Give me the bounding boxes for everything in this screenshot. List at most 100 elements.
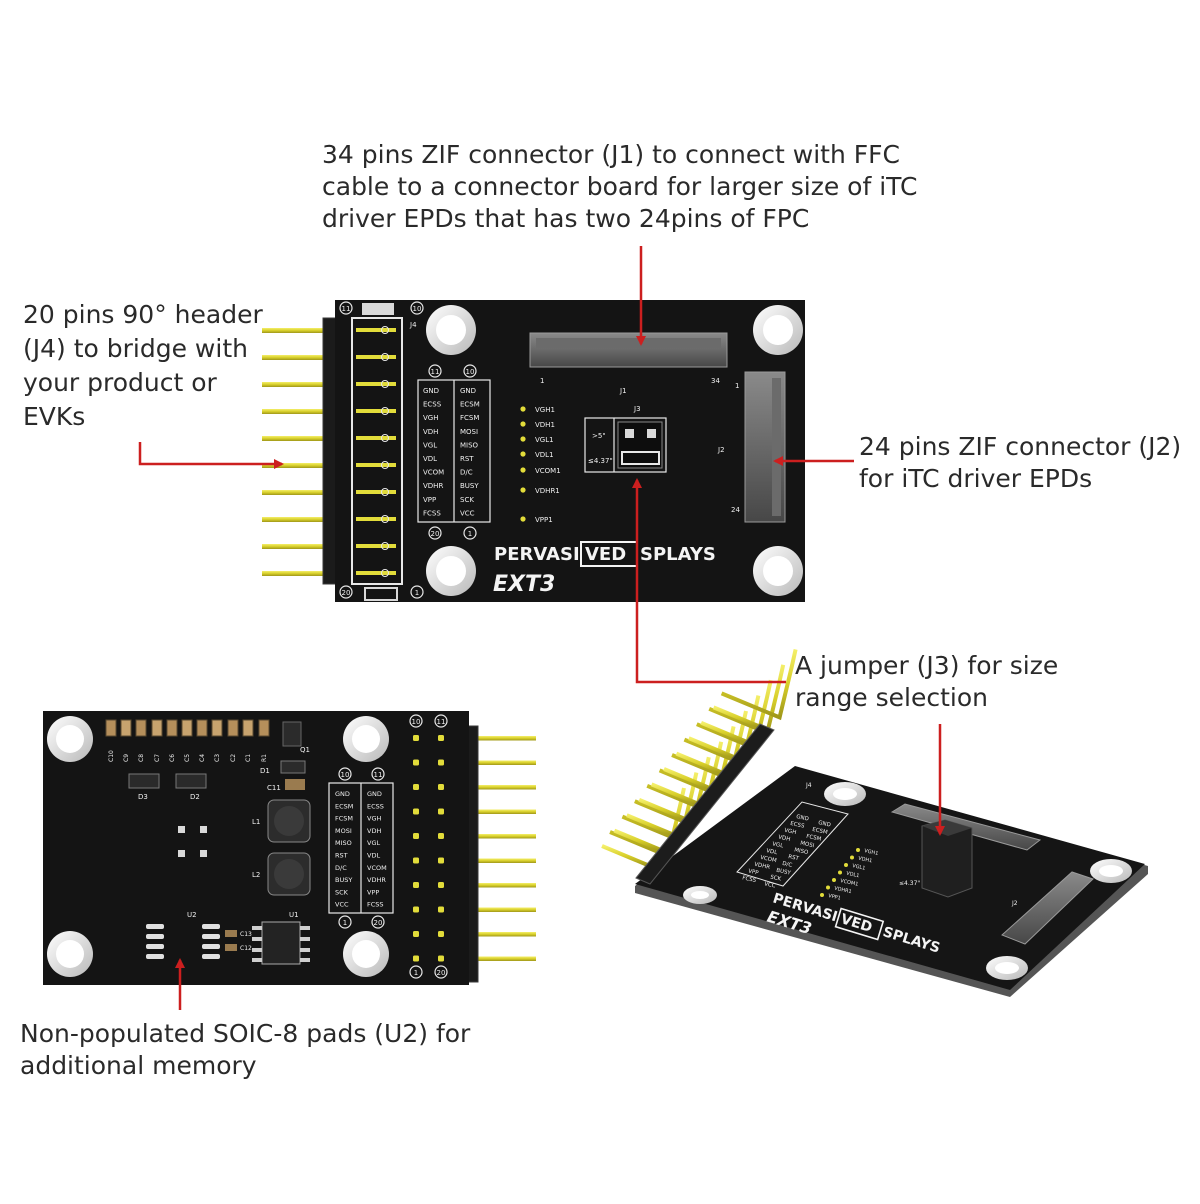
bt-pin10-marker <box>338 767 352 781</box>
iso-pin-lower <box>638 797 688 822</box>
d2-label: D2 <box>190 793 200 801</box>
test-point-label: VDHR1 <box>535 487 560 495</box>
test-point-dot <box>520 406 526 412</box>
header-pad <box>381 488 389 496</box>
j1-ref: J1 <box>619 387 627 395</box>
diode-d1 <box>280 760 306 774</box>
l2-label: L2 <box>252 871 260 879</box>
passive-part <box>242 719 254 737</box>
header-pin <box>262 571 326 576</box>
bottom-pad <box>438 931 444 937</box>
iso-test-point-label: VGH1 <box>864 848 879 857</box>
test-point-dot <box>520 436 526 442</box>
model-name: EXT3 <box>493 572 555 597</box>
signal-label: ECSS <box>423 401 442 409</box>
signal-label: ECSM <box>335 802 353 810</box>
iso-test-point-label: VPP1 <box>828 893 842 901</box>
iso-signal-label: VCOM <box>760 855 778 864</box>
bh-pin1-label: 1 <box>414 969 418 977</box>
signal-label: GND <box>367 790 382 798</box>
header-pin <box>262 436 326 441</box>
signal-label: VDL <box>423 455 437 463</box>
iso-signal-label: GND <box>818 820 832 828</box>
callout-j4-line3: your product or <box>23 368 217 397</box>
soic8-pads-u2 <box>146 924 220 959</box>
iso-test-point-label: VDHR1 <box>834 886 853 896</box>
pcb-top-view: 11 10 20 1 J4 11 10 20 1 GNDECSSVGHVDHVG… <box>262 300 805 602</box>
callout-u2: Non-populated SOIC-8 pads (U2) for addit… <box>20 1018 470 1082</box>
diode-d3 <box>128 773 160 789</box>
bottom-header-pin <box>474 932 536 937</box>
signal-label: VCOM <box>423 469 444 477</box>
signal-label: RST <box>335 852 348 860</box>
signal-label: VGL <box>367 839 380 847</box>
iso-test-point-label: VDL1 <box>846 871 860 880</box>
brand-right: SPLAYS <box>640 544 716 565</box>
passive-part <box>227 719 239 737</box>
iso-j3-option: ≤4.37" <box>899 880 920 887</box>
passive-label: C7 <box>154 754 161 762</box>
passive-label: C1 <box>245 754 252 762</box>
test-point-label: VGH1 <box>535 406 555 414</box>
iso-table-outline <box>736 801 849 887</box>
mounting-hole-top-left <box>426 305 476 355</box>
signal-label: GND <box>423 387 439 395</box>
header-pin <box>262 544 326 549</box>
header-pad-trace <box>356 571 396 575</box>
callout-j4: 20 pins 90° header (J4) to bridge with y… <box>23 298 263 434</box>
bottom-hole-bottom-left <box>47 931 93 977</box>
iso-pin-lower <box>650 782 701 807</box>
header-j4-ref: J4 <box>409 321 417 329</box>
inductor-l2-core <box>274 859 304 889</box>
callout-j3-line2: range selection <box>795 683 989 712</box>
header-pad <box>381 515 389 523</box>
jumper-j3-pad-a <box>625 429 634 438</box>
passive-label: C5 <box>184 754 191 762</box>
u2-label: U2 <box>187 911 197 919</box>
iso-pin-lower <box>688 736 738 761</box>
diode-d2 <box>175 773 207 789</box>
bottom-pad <box>413 735 419 741</box>
header-pin <box>262 490 326 495</box>
table-pin1-label: 1 <box>468 530 472 538</box>
signal-label: SCK <box>460 496 474 504</box>
pin10-label: 10 <box>413 305 422 313</box>
passive-label: C6 <box>169 754 176 762</box>
callout-j1-line2: cable to a connector board for larger si… <box>322 172 918 201</box>
test-point-dot <box>520 487 526 493</box>
capacitor-c13 <box>225 930 237 937</box>
j3-option-small: ≤4.37" <box>588 457 613 465</box>
signal-label: D/C <box>335 864 347 872</box>
test-point-dot <box>520 451 526 457</box>
header-pad-trace <box>356 409 396 413</box>
j2-pin-last: 24 <box>731 506 740 514</box>
passive-part <box>105 719 117 737</box>
bottom-header-pin <box>474 809 536 814</box>
bottom-header-pin <box>474 834 536 839</box>
bt-pin1-label: 1 <box>343 919 347 927</box>
bt-pin1-marker <box>338 915 352 929</box>
iso-signal-label: VDHR <box>754 862 771 871</box>
jumper-j3-outline <box>584 417 667 473</box>
iso-signal-label: ECSM <box>812 827 829 836</box>
bt-pin20-marker <box>371 915 385 929</box>
callout-j1-line1: 34 pins ZIF connector (J1) to connect wi… <box>322 140 900 169</box>
signal-label: VPP <box>423 496 436 504</box>
iso-signal-label: VDH <box>778 834 791 842</box>
test-point-label: VDL1 <box>535 451 554 459</box>
inductor-l1-core <box>274 806 304 836</box>
table-pin20-label: 20 <box>431 530 440 538</box>
iso-signal-label: SCK <box>770 874 782 882</box>
iso-signal-label: RST <box>788 854 800 862</box>
iso-signal-table: GNDECSSVGHVDHVGLVDLVCOMVDHRVPPFCSSGNDECS… <box>736 801 849 890</box>
passive-part <box>135 719 147 737</box>
header-pad <box>381 353 389 361</box>
header-j4-pins <box>262 328 326 576</box>
pcb-isometric-view: J2 ≤4.37" GNDECSSVGHVDHVGLVDLVCOMVDHRVPP… <box>601 648 1148 997</box>
